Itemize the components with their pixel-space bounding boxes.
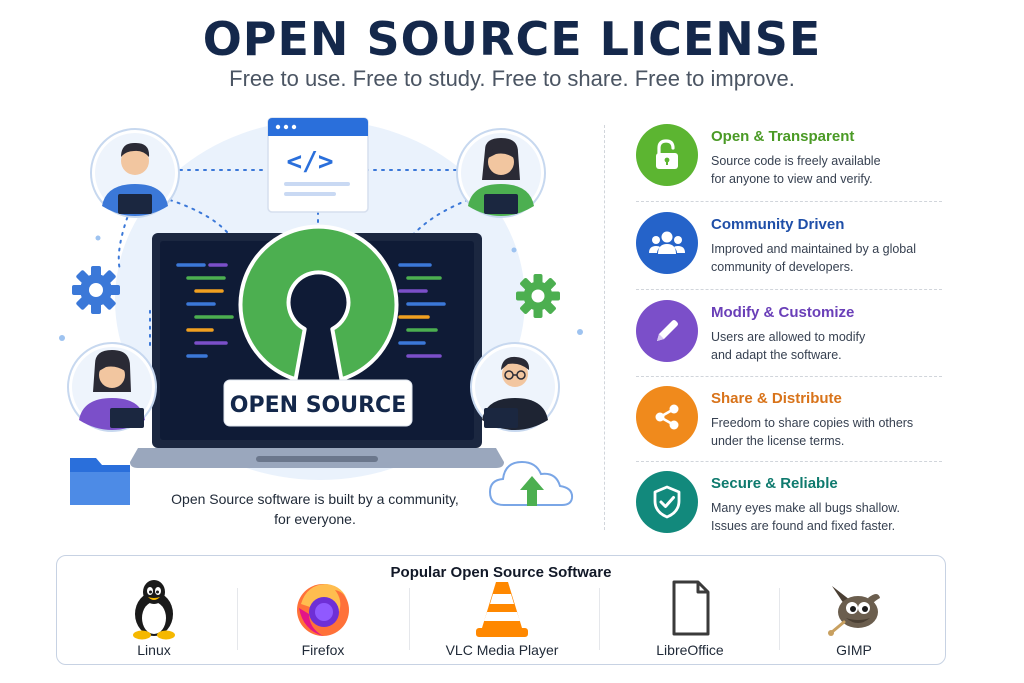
code-brackets-icon: </> [287, 147, 334, 177]
feature-description: Source code is freely available for anyo… [711, 152, 956, 188]
developer-avatar-top-right [456, 128, 546, 218]
feature-title: Open & Transparent [711, 128, 855, 145]
feature-description-line: community of developers. [711, 260, 854, 274]
app-label: Firefox [301, 642, 345, 658]
feature-title: Share & Distribute [711, 390, 842, 407]
pencil-icon [636, 300, 698, 362]
feature-description-line: under the license terms. [711, 434, 845, 448]
code-window: </> [267, 117, 369, 213]
feature-description-line: Many eyes make all bugs shallow. [711, 501, 900, 515]
hero-illustration: </> [59, 117, 583, 506]
developer-avatar-top-left [90, 128, 180, 218]
feature-description: Users are allowed to modify and adapt th… [711, 328, 956, 364]
feature-secure-reliable: Secure & Reliable Many eyes make all bug… [636, 471, 956, 541]
app-gimp[interactable]: GIMP [769, 576, 939, 662]
app-label: Linux [137, 642, 171, 658]
feature-description-line: for anyone to view and verify. [711, 172, 873, 186]
vlc-cone-icon [476, 582, 528, 637]
open-source-badge: OPEN SOURCE [223, 379, 413, 427]
app-label: VLC Media Player [445, 642, 559, 658]
feature-title: Secure & Reliable [711, 475, 838, 492]
page-title: OPEN SOURCE LICENSE [202, 12, 822, 66]
feature-description-line: Users are allowed to modify [711, 330, 866, 344]
popular-software-title: Popular Open Source Software [390, 564, 612, 581]
developer-avatar-bottom-right [470, 342, 560, 432]
feature-description-line: Issues are found and fixed faster. [711, 519, 896, 533]
feature-title: Modify & Customize [711, 304, 855, 321]
app-linux[interactable]: Linux [69, 576, 239, 662]
feature-open-transparent: Open & Transparent Source code is freely… [636, 124, 956, 194]
gear-icon-blue [72, 266, 120, 314]
feature-description-line: Freedom to share copies with others [711, 416, 914, 430]
app-separator [599, 588, 600, 650]
libreoffice-document-icon [672, 580, 710, 636]
feature-community-driven: Community Driven Improved and maintained… [636, 212, 956, 282]
app-label: GIMP [836, 642, 872, 658]
feature-description-line: Source code is freely available [711, 154, 881, 168]
page-subtitle: Free to use. Free to study. Free to shar… [229, 66, 795, 91]
feature-description-line: Improved and maintained by a global [711, 242, 916, 256]
app-libreoffice[interactable]: LibreOffice [605, 576, 775, 662]
unlocked-padlock-icon [636, 124, 698, 186]
app-vlc[interactable]: VLC Media Player [417, 576, 587, 662]
people-group-icon [636, 212, 698, 274]
linux-penguin-icon [133, 580, 175, 640]
feature-share-distribute: Share & Distribute Freedom to share copi… [636, 386, 956, 456]
firefox-icon [297, 584, 349, 636]
vertical-divider [604, 125, 605, 530]
feature-separator [636, 461, 942, 462]
app-separator [237, 588, 238, 650]
app-separator [779, 588, 780, 650]
popular-software-panel: Popular Open Source Software Linux Firef… [56, 555, 946, 665]
feature-description: Freedom to share copies with others unde… [711, 414, 956, 450]
hero-caption: Open Source software is built by a commu… [130, 489, 500, 529]
open-source-logo-icon [238, 224, 399, 382]
app-label: LibreOffice [656, 642, 724, 658]
app-firefox[interactable]: Firefox [238, 576, 408, 662]
gear-icon-green [516, 274, 560, 318]
shield-check-icon [636, 471, 698, 533]
feature-separator [636, 376, 942, 377]
hero-caption-line: Open Source software is built by a commu… [171, 491, 459, 507]
feature-title: Community Driven [711, 216, 845, 233]
feature-description: Many eyes make all bugs shallow. Issues … [711, 499, 956, 535]
share-icon [636, 386, 698, 448]
gimp-mascot-icon [828, 586, 880, 636]
feature-modify-customize: Modify & Customize Users are allowed to … [636, 300, 956, 370]
feature-description: Improved and maintained by a global comm… [711, 240, 956, 276]
feature-description-line: and adapt the software. [711, 348, 842, 362]
feature-separator [636, 289, 942, 290]
feature-separator [636, 201, 942, 202]
folder-icon [70, 458, 130, 505]
open-source-badge-label: OPEN SOURCE [230, 393, 406, 418]
app-separator [409, 588, 410, 650]
hero-caption-line: for everyone. [274, 511, 356, 527]
cloud-upload-icon [488, 460, 574, 506]
developer-avatar-bottom-left [67, 342, 157, 432]
